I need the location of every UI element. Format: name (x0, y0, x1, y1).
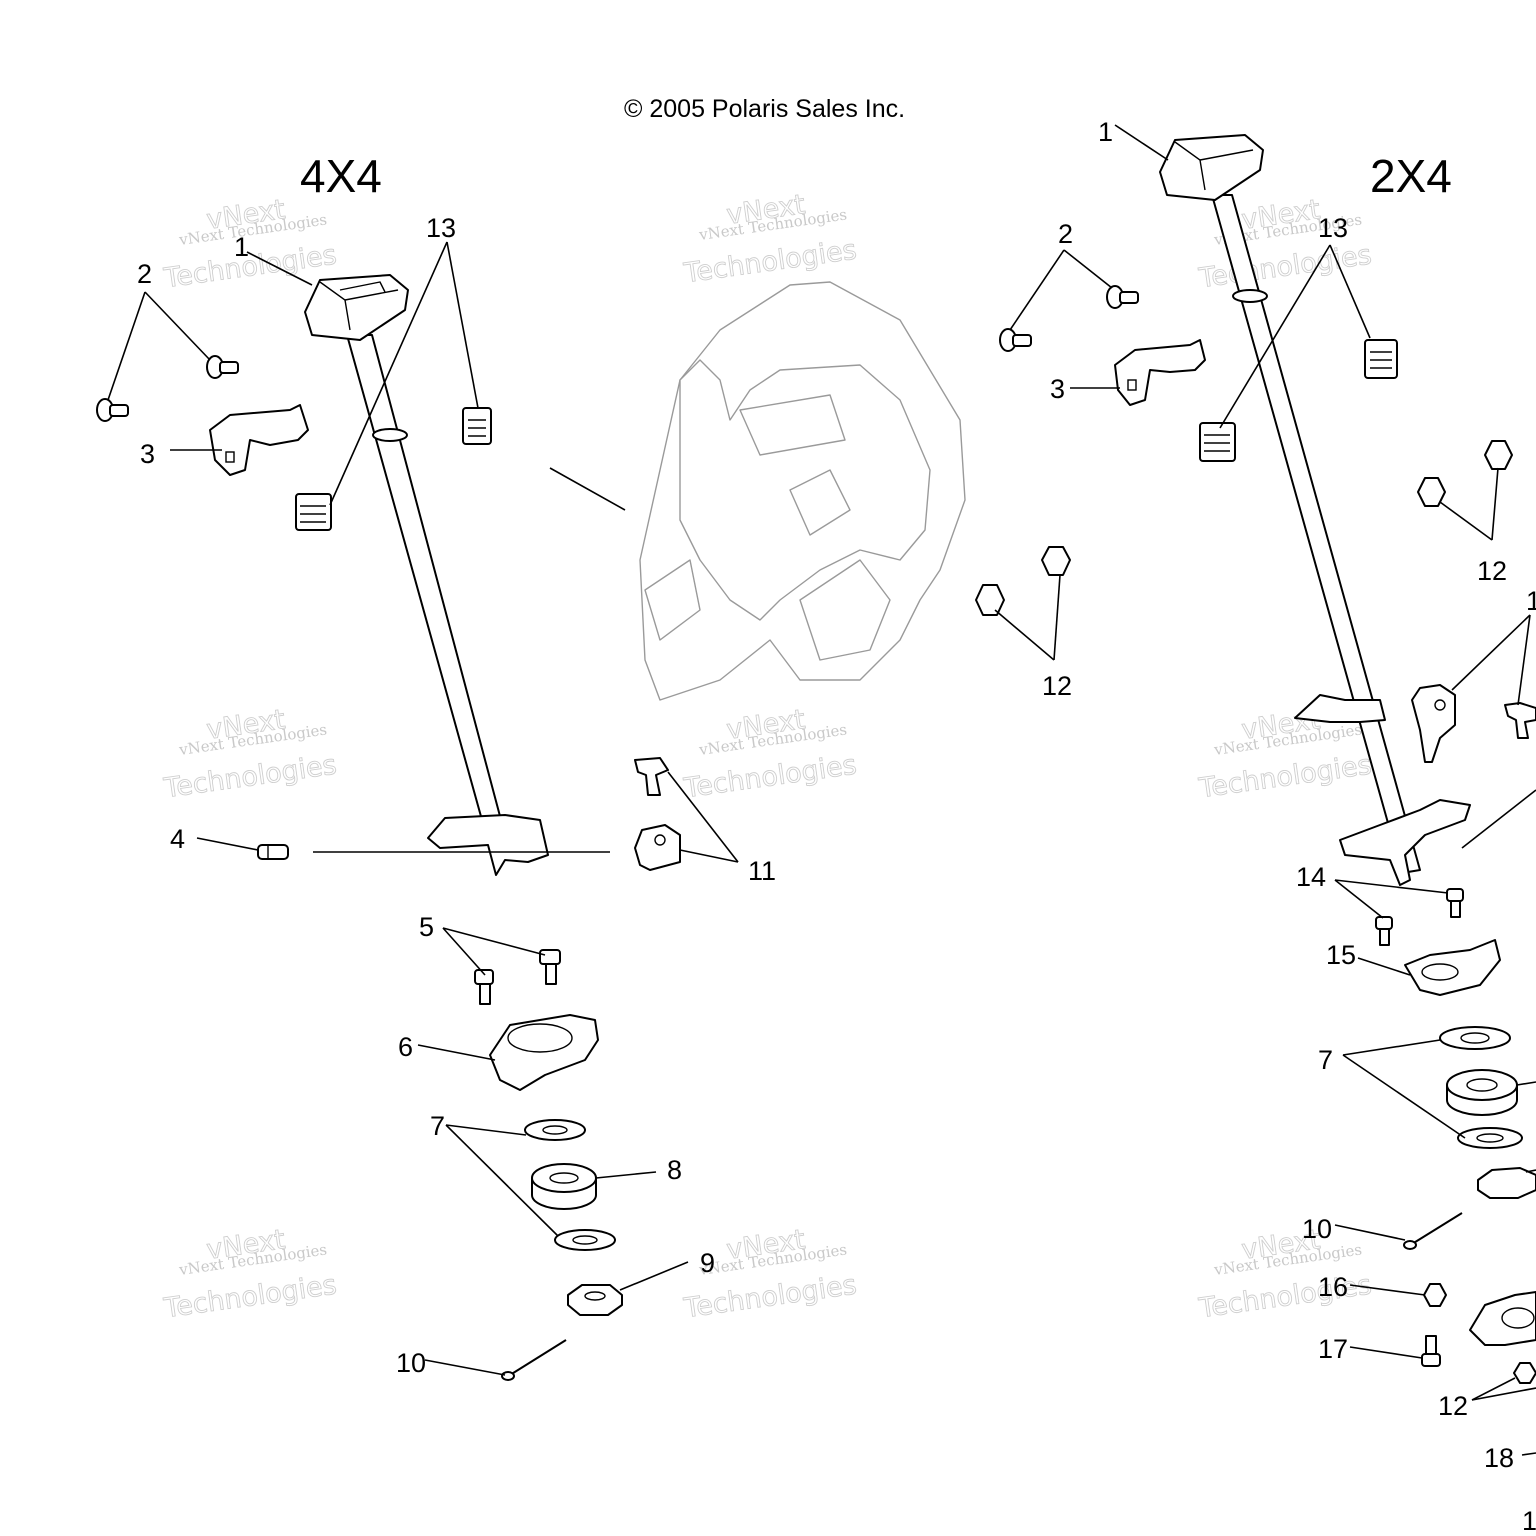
bracket (1404, 939, 1501, 996)
callout: 1 (1098, 117, 1113, 147)
cotter-pin (501, 1339, 567, 1381)
bolt (1421, 1335, 1441, 1367)
callout: 12 (1438, 1391, 1468, 1421)
callout: 14 (1296, 862, 1326, 892)
callout: 13 (1318, 213, 1348, 243)
ignition-switch (634, 824, 681, 871)
cotter-pin (1403, 1212, 1463, 1250)
callout: 1 (1522, 1506, 1536, 1536)
steering-post (1211, 194, 1471, 886)
callout: 9 (700, 1248, 715, 1278)
flange-nut (1484, 440, 1513, 470)
callout: 3 (1050, 374, 1065, 404)
bolt (474, 969, 494, 1005)
clamp (209, 404, 309, 476)
callout: 7 (430, 1111, 445, 1141)
flange-nut (1041, 546, 1071, 576)
bushing (462, 407, 492, 445)
assembly-2x4 (999, 134, 1536, 1384)
washer (524, 1119, 586, 1141)
nut (567, 1284, 623, 1316)
washer (1439, 1026, 1511, 1050)
watermark: vNext vNext Technologies Technologies (681, 189, 859, 290)
assembly-title-4x4: 4X4 (300, 150, 382, 202)
callout: 1 (234, 232, 249, 262)
bearing (531, 1163, 597, 1210)
callout: 17 (1318, 1334, 1348, 1364)
switch-clip (1504, 702, 1536, 739)
callout: 10 (396, 1348, 426, 1378)
callout: 13 (426, 213, 456, 243)
leader-lines (107, 124, 1536, 1456)
bolt (257, 844, 289, 860)
bolt (999, 328, 1032, 352)
flange-nut (1513, 1362, 1536, 1384)
watermark: vNext vNext Technologies Technologies (161, 1224, 339, 1325)
callout: 16 (1318, 1272, 1348, 1302)
assembly-4x4 (96, 274, 1071, 1381)
ignition-switch (1411, 684, 1456, 763)
copyright-text: © 2005 Polaris Sales Inc. (624, 95, 905, 123)
callout: 2 (137, 259, 152, 289)
callout: 15 (1326, 940, 1356, 970)
steering-post (346, 334, 549, 876)
bushing (1364, 339, 1398, 379)
flange-nut (1423, 1283, 1447, 1307)
bearing-housing (489, 1014, 599, 1091)
flange-nut (1417, 477, 1446, 507)
bearing-housing (1469, 1291, 1536, 1346)
clamp (1114, 339, 1206, 406)
callout: 4 (170, 824, 185, 854)
body-panel-ghost (639, 281, 966, 701)
callout: 1 (1526, 586, 1536, 616)
assembly-title-2x4: 2X4 (1370, 150, 1452, 202)
callouts-4x4: 1 2 3 4 5 6 7 8 9 10 11 12 13 (137, 213, 1072, 1378)
bearing (1446, 1069, 1518, 1116)
watermark: vNext vNext Technologies Technologies (681, 704, 859, 805)
bolt (206, 355, 239, 379)
bushing (295, 493, 332, 531)
bolt (1106, 285, 1139, 309)
bolt (1446, 888, 1464, 918)
flange-nut (975, 584, 1005, 616)
callout: 7 (1318, 1045, 1333, 1075)
nut (1477, 1167, 1536, 1199)
switch-clip (634, 757, 669, 796)
washer (554, 1229, 616, 1251)
callout: 5 (419, 912, 434, 942)
callout: 3 (140, 439, 155, 469)
callout: 6 (398, 1032, 413, 1062)
callout: 12 (1042, 671, 1072, 701)
callout: 8 (667, 1155, 682, 1185)
callout: 2 (1058, 219, 1073, 249)
callouts-2x4: 1 2 3 7 10 12 12 13 14 15 16 17 18 1 1 (1050, 117, 1536, 1536)
handlebar-block (1159, 134, 1264, 201)
callout: 12 (1477, 556, 1507, 586)
handlebar-block (304, 274, 409, 341)
watermark: vNext vNext Technologies Technologies (161, 704, 339, 805)
washer (1457, 1127, 1523, 1149)
bolt (96, 398, 129, 422)
callout: 18 (1484, 1443, 1514, 1473)
callout: 11 (748, 856, 776, 886)
callout: 10 (1302, 1214, 1332, 1244)
bushing (1199, 422, 1236, 462)
bolt (539, 949, 561, 985)
bolt (1375, 916, 1393, 946)
